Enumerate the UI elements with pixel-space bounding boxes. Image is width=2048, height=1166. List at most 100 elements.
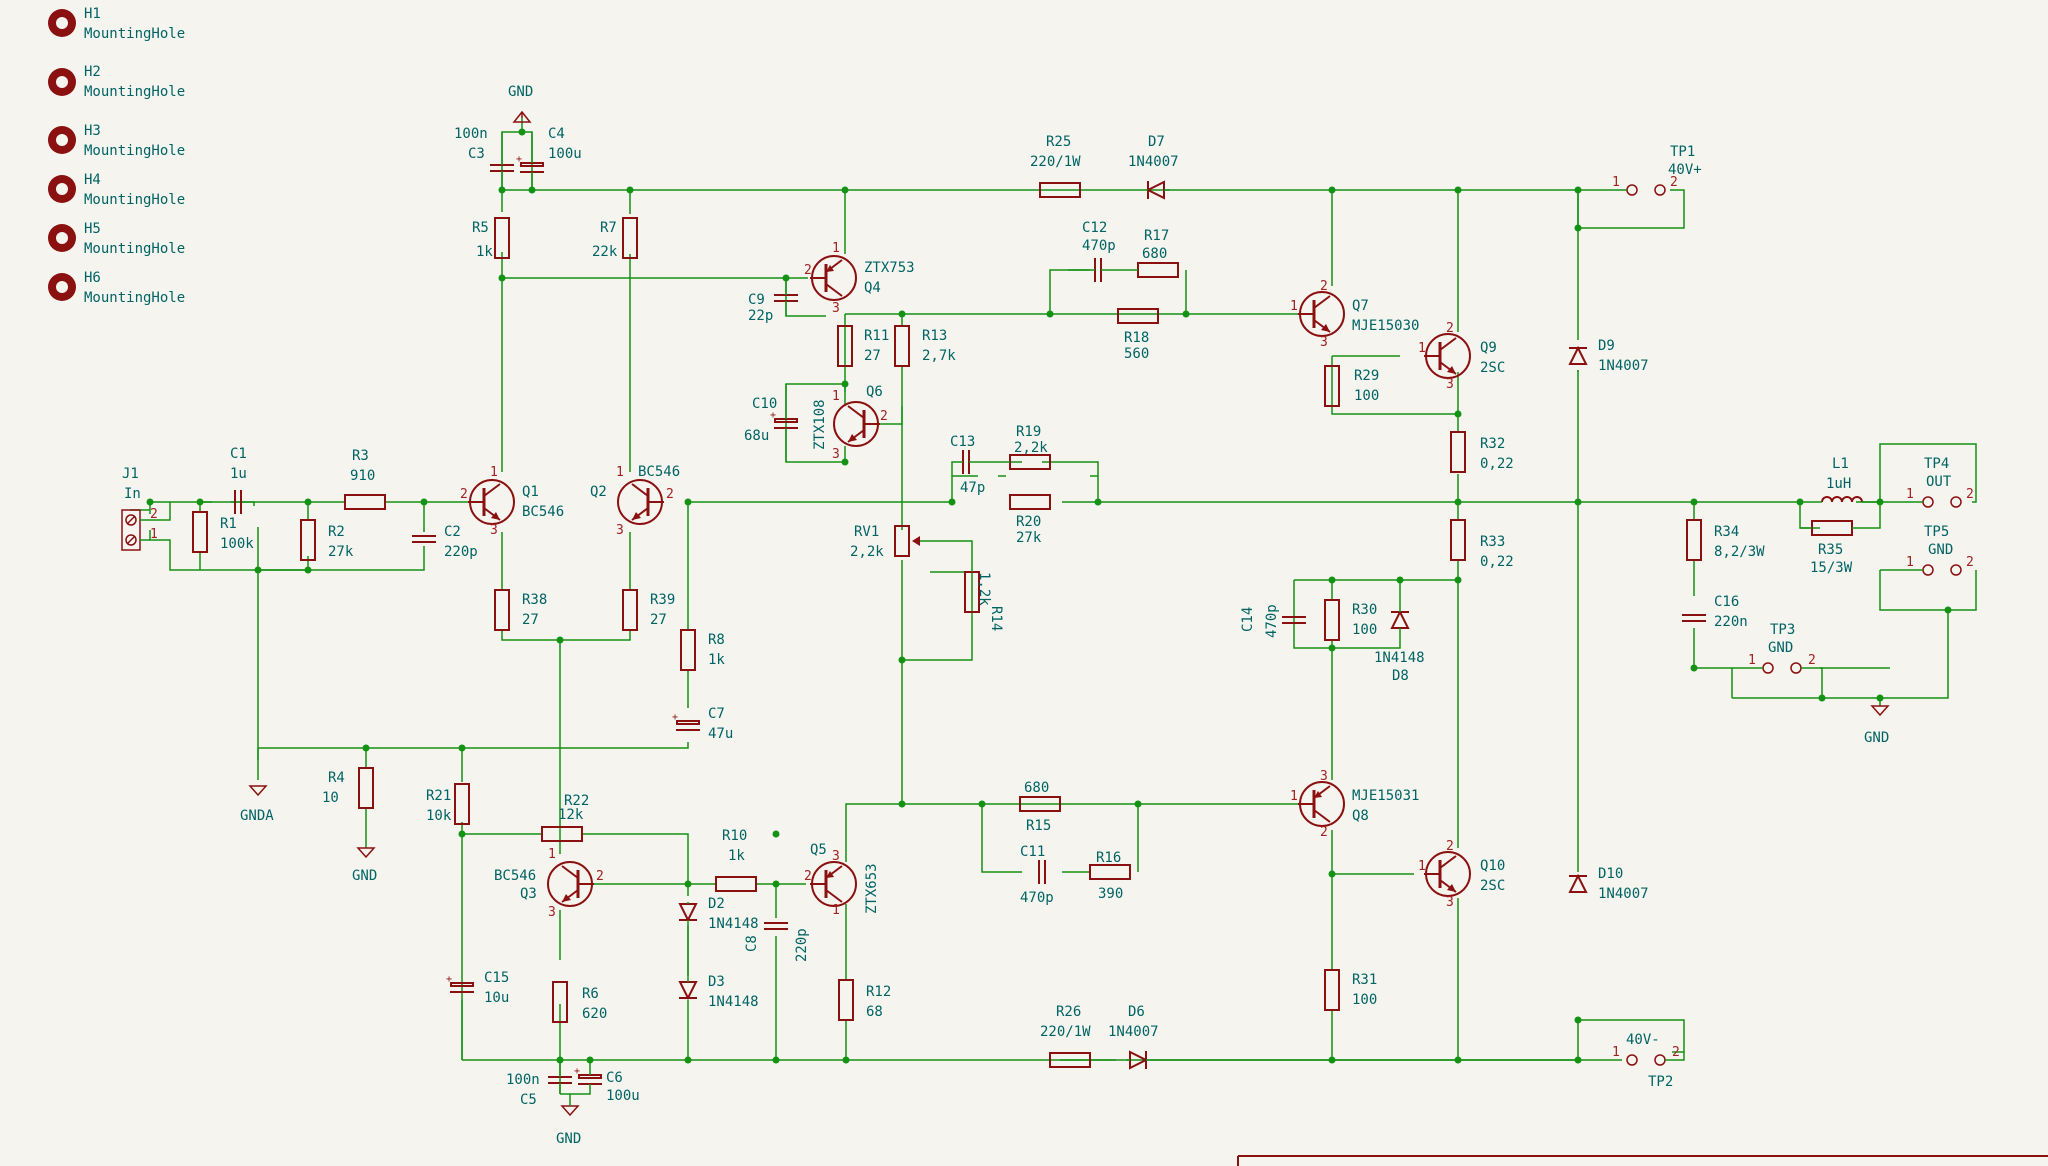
svg-text:470p: 470p: [1020, 890, 1054, 906]
svg-text:3: 3: [832, 849, 840, 864]
svg-text:2: 2: [1320, 279, 1328, 294]
svg-text:Q4: Q4: [864, 280, 881, 296]
svg-text:1: 1: [1906, 555, 1914, 570]
gnda-symbol[interactable]: GNDA: [240, 785, 274, 824]
svg-text:R39: R39: [650, 592, 675, 608]
svg-text:1N4007: 1N4007: [1128, 154, 1179, 170]
svg-text:R8: R8: [708, 632, 725, 648]
svg-text:R12: R12: [866, 984, 891, 1000]
svg-text:10u: 10u: [484, 990, 509, 1006]
gnd-symbol-r4[interactable]: GND: [352, 847, 377, 884]
gnd-symbol-c6[interactable]: GND: [556, 1105, 581, 1147]
svg-text:MJE15031: MJE15031: [1352, 788, 1419, 804]
svg-text:R17: R17: [1144, 228, 1169, 244]
svg-text:OUT: OUT: [1926, 474, 1952, 490]
gnd-symbol-top[interactable]: GND: [508, 84, 533, 123]
svg-text:R21: R21: [426, 788, 451, 804]
svg-text:MJE15030: MJE15030: [1352, 318, 1419, 334]
svg-text:22k: 22k: [592, 244, 618, 260]
gnd-symbol-tp3[interactable]: GND: [1864, 705, 1889, 746]
